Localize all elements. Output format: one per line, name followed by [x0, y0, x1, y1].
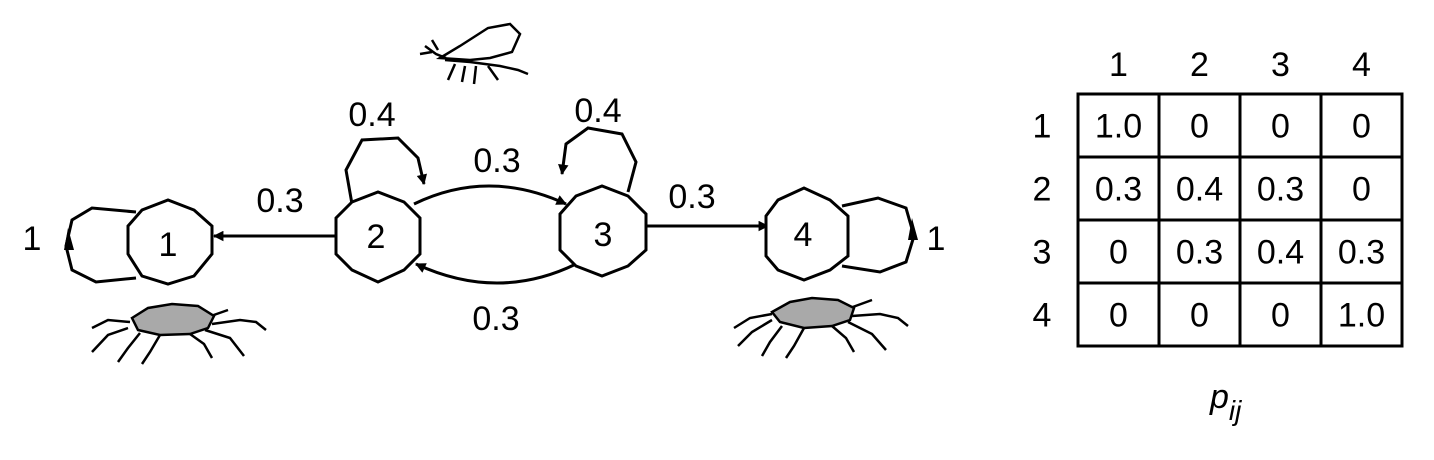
matrix-cell: 0.3 — [1095, 171, 1142, 209]
edge-label-n3-n4: 0.3 — [668, 178, 715, 216]
matrix-caption-sub: ij — [1229, 395, 1242, 426]
edge-n4-self — [841, 196, 916, 274]
edge-n4-self-arrow — [908, 218, 918, 240]
edge-n3-to-n2 — [415, 262, 577, 285]
matrix-cell: 0.3 — [1338, 234, 1385, 272]
edge-label-n3-n2: 0.3 — [472, 300, 519, 338]
matrix-caption-main: p — [1209, 378, 1229, 416]
matrix-cell: 1.0 — [1338, 297, 1385, 335]
edge-label-n2-n3: 0.3 — [473, 142, 520, 180]
matrix-cell: 0 — [1109, 297, 1128, 335]
matrix-col-header: 3 — [1271, 46, 1290, 84]
matrix-row-header: 4 — [1033, 297, 1052, 335]
matrix-cell: 0 — [1190, 108, 1209, 146]
matrix-cell: 0 — [1271, 297, 1290, 335]
edge-label-n3-self: 0.4 — [574, 92, 621, 130]
edge-n2-to-n3 — [413, 184, 567, 206]
edge-label-n4-self: 1 — [927, 220, 946, 258]
edge-n1-self-arrow — [64, 228, 74, 250]
edge-n3-self — [558, 126, 638, 193]
node-label: 1 — [159, 226, 178, 264]
winged-insect-icon — [419, 22, 529, 85]
matrix-cell: 1.0 — [1095, 108, 1142, 146]
node-label: 4 — [794, 216, 813, 254]
edge-label-n1-self: 1 — [23, 220, 42, 258]
matrix-caption: pij — [1209, 378, 1242, 426]
spider-icon-right — [733, 296, 909, 359]
transition-matrix: 1 2 3 4 1 2 3 4 1.0 0 0 0 0.3 0.4 0.3 0 0 0.3 0.4 0.3 0 0 0 1.0 — [1033, 46, 1404, 348]
edge-n2-self — [344, 136, 427, 205]
node-label: 3 — [594, 216, 613, 254]
node-3: 3 — [558, 184, 648, 278]
matrix-cell: 0.4 — [1257, 234, 1304, 272]
matrix-row-header: 1 — [1033, 108, 1052, 146]
matrix-cell: 0 — [1271, 108, 1290, 146]
matrix-cell: 0.3 — [1257, 171, 1304, 209]
matrix-cell: 0 — [1352, 108, 1371, 146]
node-2: 2 — [334, 190, 422, 284]
matrix-col-header: 4 — [1352, 46, 1371, 84]
matrix-cell: 0 — [1352, 171, 1371, 209]
matrix-row-header: 3 — [1033, 234, 1052, 272]
edge-label-n2-n1: 0.3 — [256, 182, 303, 220]
node-1: 1 — [126, 198, 214, 286]
matrix-row-header: 2 — [1033, 171, 1052, 209]
matrix-col-header: 1 — [1109, 46, 1128, 84]
edge-n1-self — [64, 206, 137, 284]
matrix-col-header: 2 — [1190, 46, 1209, 84]
edge-label-n2-self: 0.4 — [348, 96, 395, 134]
matrix-cell: 0 — [1190, 297, 1209, 335]
node-label: 2 — [367, 218, 386, 256]
spider-icon-left — [91, 302, 267, 365]
matrix-cell: 0.4 — [1176, 171, 1223, 209]
matrix-cell: 0 — [1109, 234, 1128, 272]
matrix-cell: 0.3 — [1176, 234, 1223, 272]
node-4: 4 — [764, 186, 850, 282]
